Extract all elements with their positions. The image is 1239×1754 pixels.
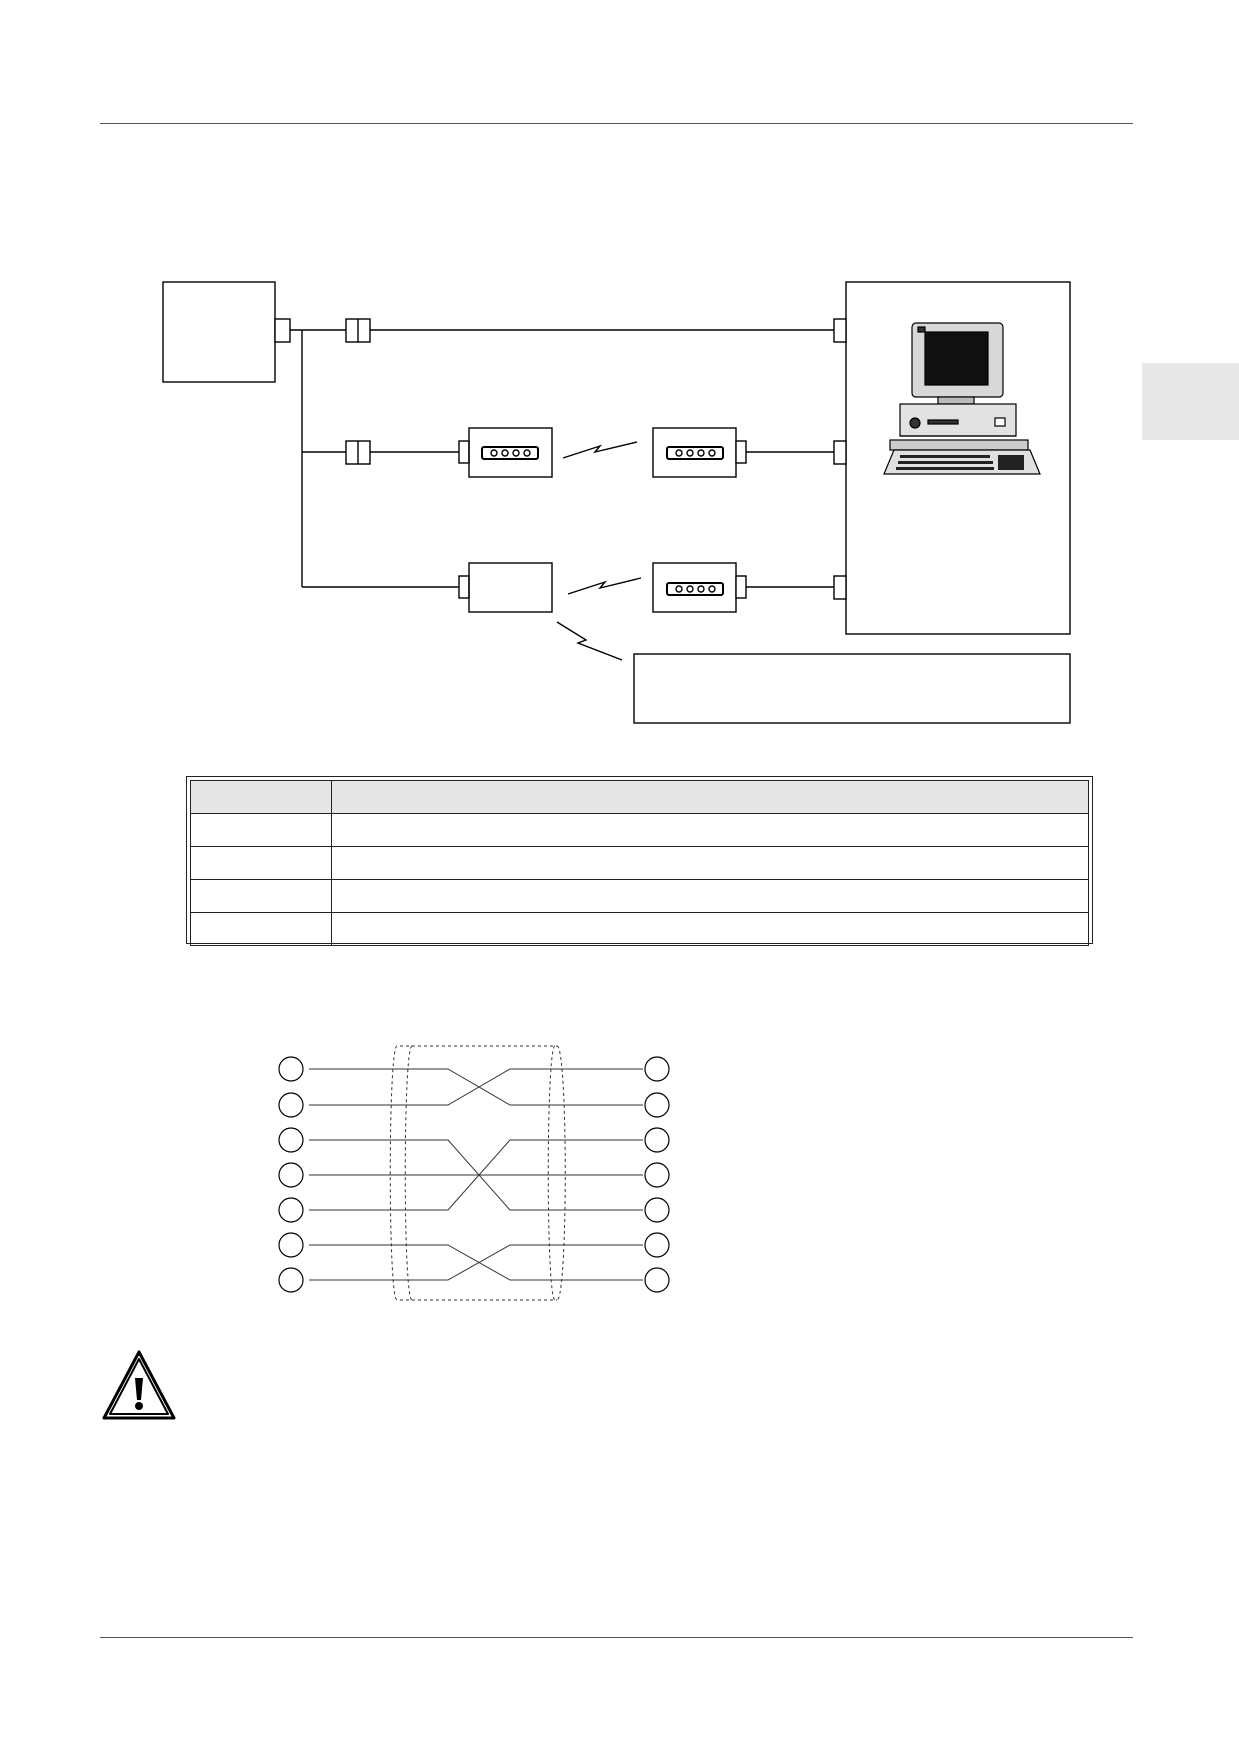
pin-left [278,1267,304,1293]
pin-left [278,1162,304,1188]
pin-right [644,1056,670,1082]
chapter-tab [1142,363,1239,440]
note-box [633,653,1071,724]
table-cell [331,813,1089,847]
pin-left [278,1092,304,1118]
table-cell [190,846,332,880]
table-row [190,912,1089,946]
table-header-cell [331,780,1089,814]
pin-right [644,1162,670,1188]
pin-left [278,1232,304,1258]
table-cell [190,879,332,913]
table-header-row [190,780,1089,814]
crossover-wiring [309,1045,643,1301]
desktop-computer-icon [883,322,1041,475]
spec-table [186,776,1093,946]
pin-right [644,1197,670,1223]
ir-module-box [468,562,553,613]
ir-link-icon [562,441,638,459]
pin-right [644,1127,670,1153]
ir-link-icon-2 [567,577,642,595]
table-header-cell [190,780,332,814]
table-cell [331,879,1089,913]
table-cell [331,912,1089,946]
ir-adapter-left [468,427,553,478]
pin-left [278,1127,304,1153]
plc-port [274,318,291,343]
warning-triangle-icon [102,1350,176,1420]
table-cell [331,846,1089,880]
header-rule [100,123,1133,124]
table-row [190,879,1089,913]
pin-right [644,1267,670,1293]
table-cell [190,912,332,946]
ir-link-icon-3 [556,621,623,661]
pin-left [278,1197,304,1223]
plc-unit-box [162,281,276,383]
table-row [190,846,1089,880]
table-cell [190,813,332,847]
pin-left [278,1056,304,1082]
pin-right [644,1092,670,1118]
pin-right [644,1232,670,1258]
table-row [190,813,1089,847]
footer-rule [100,1637,1133,1638]
